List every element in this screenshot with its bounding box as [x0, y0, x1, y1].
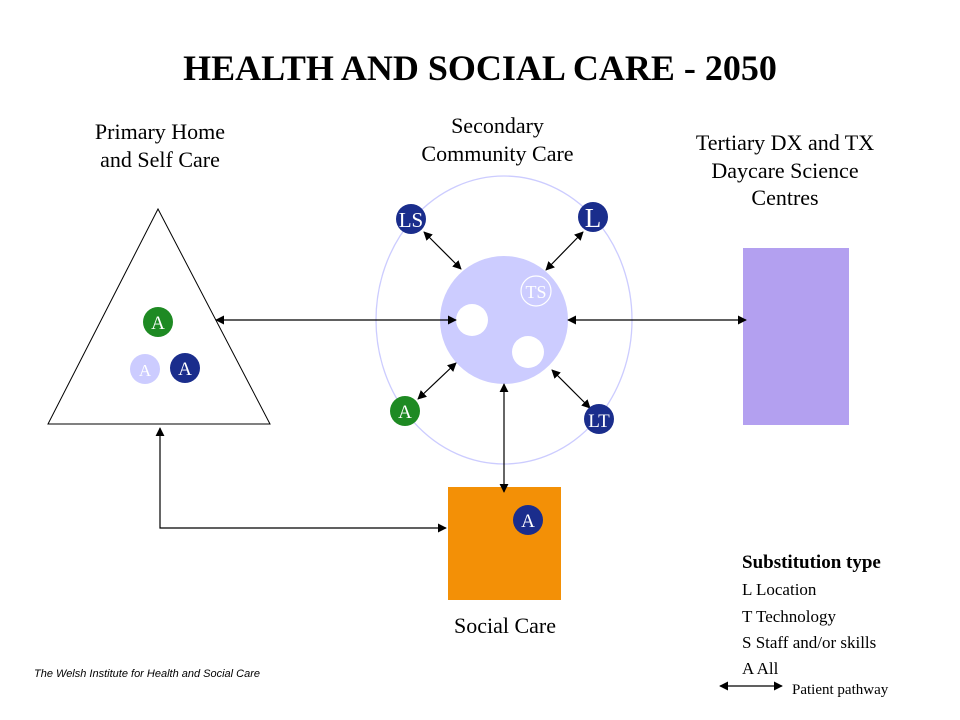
hub-port-right	[512, 336, 544, 368]
svg-text:A: A	[398, 402, 412, 423]
badge-a-social: A	[513, 505, 543, 535]
legend-item-technology: T Technology	[742, 606, 837, 626]
social-care-label: Social Care	[453, 613, 557, 638]
primary-line-1: Primary Home	[94, 119, 226, 144]
svg-text:LT: LT	[588, 411, 610, 432]
legend-item-all: A All	[742, 659, 779, 679]
svg-text:TS: TS	[525, 282, 546, 302]
badge-l: L	[578, 202, 608, 233]
social-care-box	[448, 487, 561, 600]
svg-text:A: A	[151, 313, 165, 334]
tertiary-care-label: Tertiary DX and TX Daycare Science Centr…	[660, 129, 910, 212]
primary-care-label: Primary Home and Self Care	[55, 118, 265, 173]
badge-a-primary-dark: A	[170, 353, 200, 383]
svg-text:A: A	[521, 511, 535, 532]
svg-text:L: L	[585, 203, 602, 233]
legend-item-staff: S Staff and/or skills	[742, 633, 877, 653]
secondary-line-1: Secondary	[451, 113, 544, 138]
legend-pathway-label: Patient pathway	[792, 682, 889, 698]
hub-port-left	[456, 304, 488, 336]
footer-credit: The Welsh Institute for Health and Socia…	[34, 668, 261, 680]
page-title: HEALTH AND SOCIAL CARE - 2050	[183, 48, 777, 88]
tertiary-line-2: Daycare Science	[711, 157, 859, 183]
tertiary-line-3: Centres	[751, 185, 819, 210]
primary-line-2: and Self Care	[100, 146, 220, 172]
secondary-care-label: Secondary Community Care	[390, 112, 605, 167]
svg-text:A: A	[178, 359, 192, 380]
legend-item-location: L Location	[742, 580, 817, 600]
legend: Substitution type L Location T Technolog…	[742, 548, 881, 683]
pathway-l-hub	[545, 231, 584, 271]
badge-ts: TS	[520, 275, 552, 307]
pathway-lt-hub	[551, 369, 591, 409]
badge-lt: LT	[584, 404, 614, 434]
badge-a-primary-light: A	[130, 354, 160, 384]
secondary-line-2: Community Care	[421, 140, 574, 166]
pathway-social-primary	[155, 427, 447, 533]
badge-a-primary-top: A	[143, 307, 173, 337]
badge-a-secondary: A	[390, 396, 420, 426]
pathway-ls-hub	[423, 231, 462, 270]
tertiary-line-1: Tertiary DX and TX	[695, 130, 875, 155]
svg-text:A: A	[139, 361, 152, 380]
tertiary-centre-box	[743, 248, 849, 425]
badge-ls: LS	[396, 204, 426, 234]
legend-heading: Substitution type	[742, 552, 881, 573]
svg-text:LS: LS	[399, 208, 424, 232]
pathway-a-hub	[417, 362, 457, 400]
